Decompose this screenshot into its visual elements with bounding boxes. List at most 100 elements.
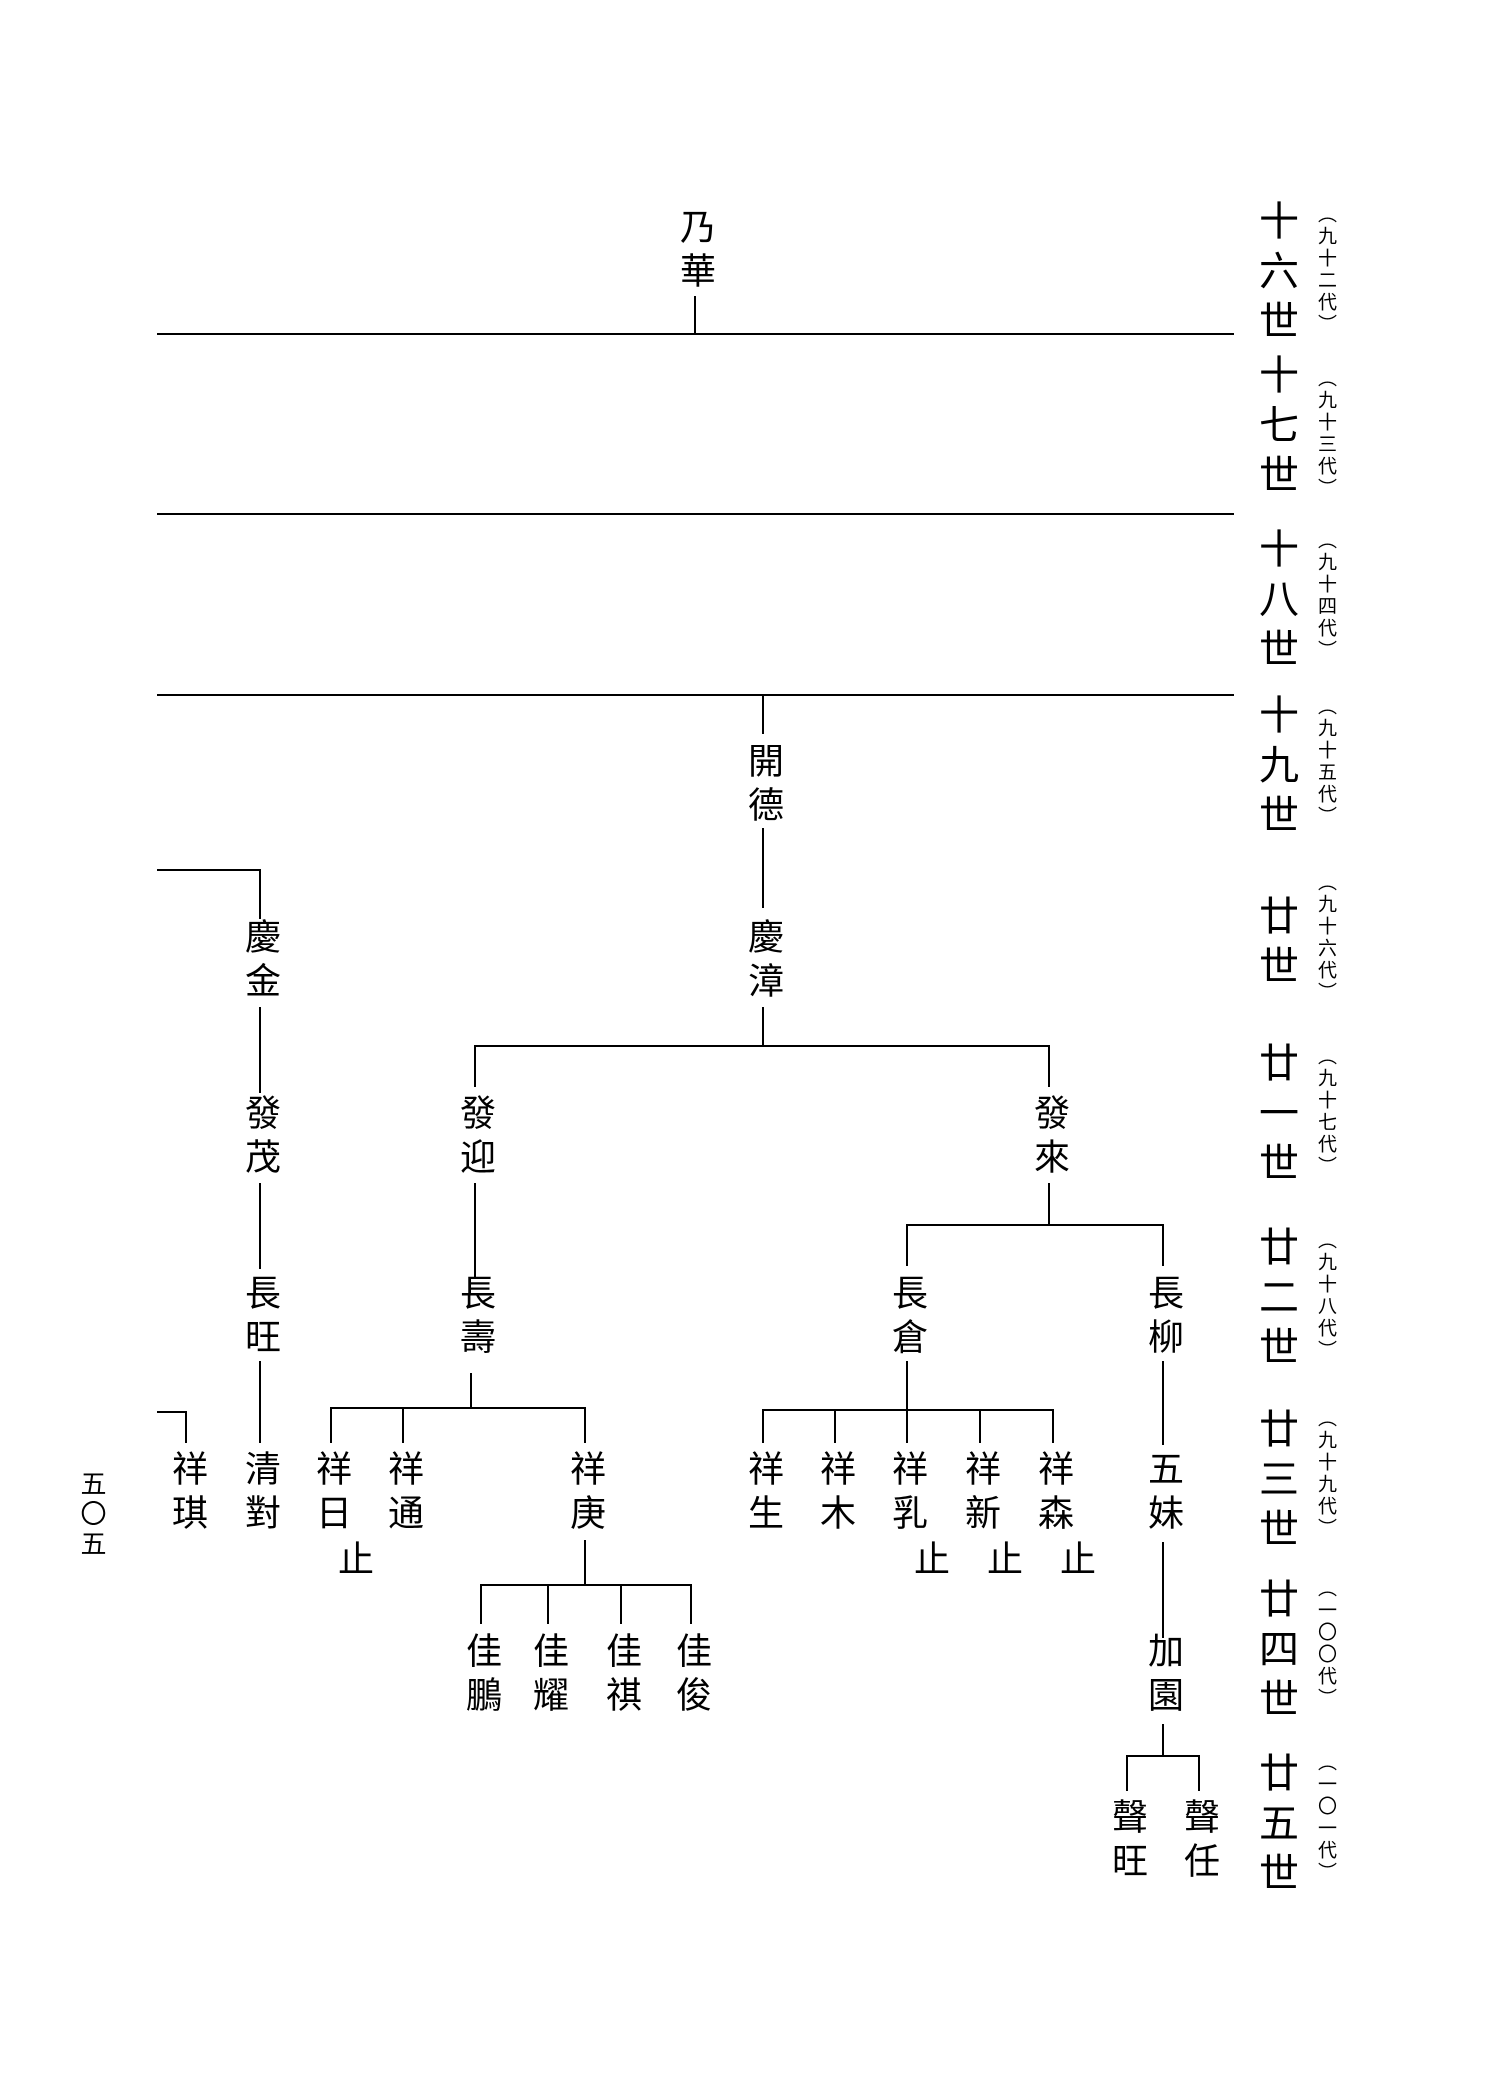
person-xianggeng: 祥庚: [564, 1450, 605, 1538]
connector: [906, 1224, 908, 1266]
connector: [584, 1540, 586, 1585]
connector: [259, 869, 261, 919]
connector: [1048, 1183, 1050, 1225]
person-naihua: 乃華: [674, 208, 715, 296]
connector: [480, 1584, 482, 1624]
connector: [762, 694, 764, 734]
generation-label: 廿世: [1252, 895, 1298, 995]
connector: [474, 1045, 476, 1087]
stop-mark: 止: [908, 1540, 949, 1584]
connector: [1162, 1224, 1164, 1266]
connector: [157, 869, 261, 871]
connector: [584, 1407, 586, 1443]
connector: [330, 1407, 586, 1409]
connector: [1048, 1045, 1050, 1087]
connector: [620, 1584, 622, 1624]
connector: [834, 1409, 836, 1443]
connector: [762, 1007, 764, 1047]
person-xiangru: 祥乳: [886, 1450, 927, 1538]
person-changwang: 長旺: [239, 1274, 280, 1362]
person-wumei: 五妹: [1142, 1450, 1183, 1538]
generation-number: （一〇一代）: [1315, 1752, 1337, 1884]
connector: [259, 1361, 261, 1443]
connector: [1162, 1724, 1164, 1756]
generation-label: 廿五世: [1252, 1752, 1298, 1902]
person-qingzhang: 慶漳: [742, 918, 783, 1006]
person-jiayao: 佳耀: [527, 1632, 568, 1720]
generation-number: （一〇〇代）: [1315, 1578, 1337, 1710]
person-shengren: 聲任: [1178, 1798, 1219, 1886]
connector: [474, 1045, 1050, 1047]
person-qingdui: 清對: [239, 1450, 280, 1538]
generation-number: （九十三代）: [1315, 368, 1337, 500]
generation-label: 十八世: [1252, 528, 1298, 678]
person-xiangtong: 祥通: [382, 1450, 423, 1538]
person-changshou: 長壽: [454, 1274, 495, 1362]
connector: [470, 1373, 472, 1407]
connector: [906, 1409, 908, 1443]
person-xiangqi: 祥琪: [166, 1450, 207, 1538]
person-xiangri: 祥日: [310, 1450, 351, 1538]
person-jiayuan: 加園: [1142, 1632, 1183, 1720]
connector: [1052, 1409, 1054, 1443]
generation-number: （九十六代）: [1315, 872, 1337, 1004]
connector: [694, 296, 696, 334]
generation-number: （九十九代）: [1315, 1408, 1337, 1540]
connector: [402, 1407, 404, 1443]
person-xiangsen: 祥森: [1032, 1450, 1073, 1538]
connector: [157, 1411, 187, 1413]
connector: [762, 1409, 764, 1443]
gen-rule-17: [157, 513, 1234, 515]
generation-number: （九十二代）: [1315, 204, 1337, 336]
person-xiangmu: 祥木: [814, 1450, 855, 1538]
generation-label: 廿二世: [1252, 1226, 1298, 1376]
stop-mark: 止: [332, 1540, 373, 1584]
generation-label: 廿一世: [1252, 1042, 1298, 1192]
connector: [979, 1409, 981, 1443]
generation-label: 廿四世: [1252, 1578, 1298, 1728]
connector: [474, 1183, 476, 1279]
generation-number: （九十七代）: [1315, 1046, 1337, 1178]
person-qingjin: 慶金: [239, 918, 280, 1006]
connector: [1162, 1361, 1164, 1445]
gen-rule-18: [157, 694, 1234, 696]
generation-label: 十七世: [1252, 354, 1298, 504]
generation-number: （九十四代）: [1315, 530, 1337, 662]
person-xiangxin: 祥新: [959, 1450, 1000, 1538]
person-fafaomao: 發茂: [239, 1094, 280, 1182]
stop-mark: 止: [981, 1540, 1022, 1584]
connector: [906, 1224, 1164, 1226]
connector: [259, 1183, 261, 1269]
connector: [185, 1411, 187, 1443]
person-faying: 發迎: [454, 1094, 495, 1182]
page-number: 五〇五: [76, 1470, 106, 1560]
connector: [547, 1584, 549, 1624]
person-changcang: 長倉: [886, 1274, 927, 1362]
connector: [762, 1409, 1054, 1411]
connector: [906, 1361, 908, 1411]
person-shengwang: 聲旺: [1106, 1798, 1147, 1886]
person-kaide: 開德: [742, 742, 783, 830]
connector: [330, 1407, 332, 1443]
connector: [480, 1584, 692, 1586]
connector: [1126, 1755, 1200, 1757]
person-jiaqi: 佳祺: [600, 1632, 641, 1720]
gen-rule-16: [157, 333, 1234, 335]
generation-label: 廿三世: [1252, 1408, 1298, 1558]
generation-label: 十九世: [1252, 694, 1298, 844]
person-jiapeng: 佳鵬: [460, 1632, 501, 1720]
generation-number: （九十八代）: [1315, 1230, 1337, 1362]
stop-mark: 止: [1054, 1540, 1095, 1584]
connector: [690, 1584, 692, 1624]
person-falai: 發來: [1028, 1094, 1069, 1182]
connector: [259, 1007, 261, 1093]
person-changliu: 長柳: [1142, 1274, 1183, 1362]
person-jiajun: 佳俊: [670, 1632, 711, 1720]
connector: [1198, 1755, 1200, 1791]
person-xiangsheng: 祥生: [742, 1450, 783, 1538]
connector: [1162, 1542, 1164, 1638]
connector: [1126, 1755, 1128, 1791]
generation-number: （九十五代）: [1315, 696, 1337, 828]
connector: [762, 828, 764, 908]
generation-label: 十六世: [1252, 200, 1298, 350]
